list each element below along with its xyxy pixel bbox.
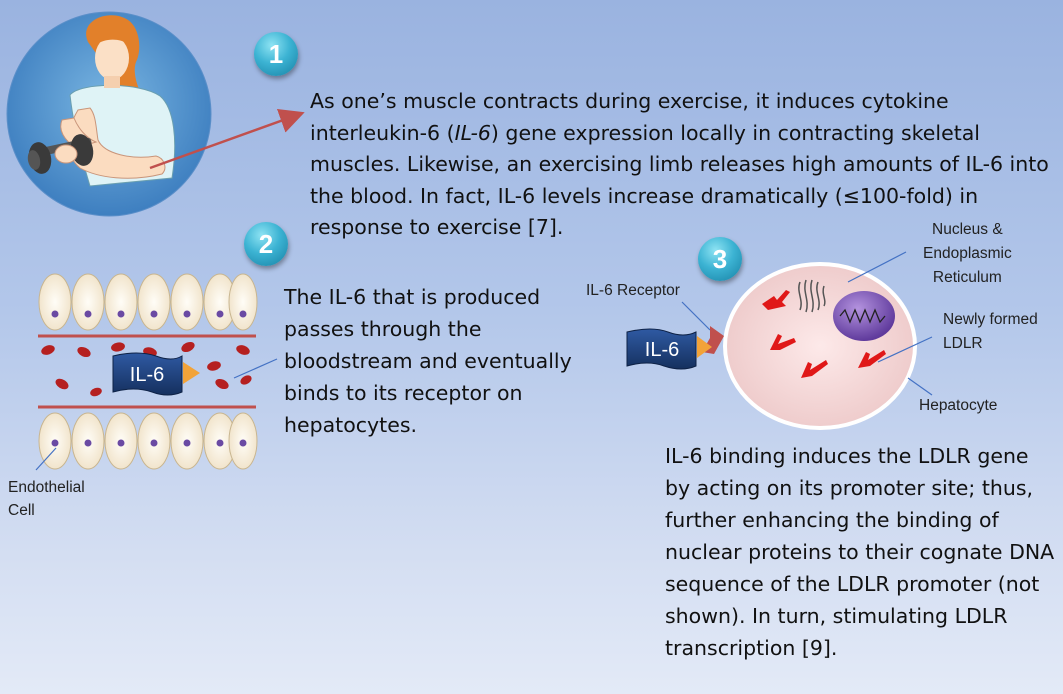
- nucleus-label-line3: Reticulum: [932, 269, 1002, 286]
- ldlr-leader: [877, 336, 933, 363]
- hepatocyte-cell: [723, 262, 917, 430]
- step-1-badge: 1: [254, 32, 298, 76]
- step-3-text: IL-6 binding induces the LDLR gene by ac…: [665, 444, 1055, 660]
- blood-vessel: IL-6: [35, 273, 278, 471]
- endothelial-leader: [35, 447, 57, 471]
- step-2-badge: 2: [244, 222, 288, 266]
- step-3-badge: 3: [698, 237, 742, 281]
- il6-receptor-flag-label: IL-6: [645, 339, 679, 361]
- ldlr-receptors: [762, 290, 886, 378]
- ldlr-label-line1: Newly formed: [943, 311, 1038, 328]
- red-blood-cells: [41, 341, 252, 397]
- il6-molecule-receptor: IL-6: [626, 328, 712, 370]
- nucleus-leader: [847, 251, 907, 283]
- receptor-label: IL-6 Receptor: [586, 282, 680, 299]
- endothelial-cells-top: [38, 273, 258, 331]
- il6-molecule-vessel: IL-6: [112, 352, 200, 396]
- step-1-text: As one’s muscle contracts during exercis…: [310, 86, 1055, 244]
- step-1-text-a: As one’s muscle contracts during exercis…: [310, 89, 949, 145]
- nucleus-label-line2: Endoplasmic: [923, 245, 1012, 262]
- dna-strand: [839, 308, 886, 324]
- nucleus: [833, 291, 895, 341]
- hepatocyte-label: Hepatocyte: [919, 397, 998, 414]
- il6-vessel-label: IL-6: [130, 364, 164, 386]
- muscle-to-text-arrow: [149, 109, 305, 170]
- step-1-text-b: ) gene expression locally in contracting…: [310, 120, 1049, 240]
- vessel-text-leader: [233, 358, 278, 379]
- endothelial-cells-bottom: [38, 412, 258, 470]
- hepatocyte-leader: [907, 377, 933, 396]
- endoplasmic-reticulum: [798, 279, 826, 313]
- endothelial-label-line2: Cell: [8, 502, 35, 519]
- step-1-text-italic: IL-6: [454, 120, 491, 145]
- receptor-leader: [681, 301, 711, 331]
- nucleus-label: Nucleus & Endoplasmic Reticulum: [923, 218, 1012, 290]
- ldlr-label-line2: LDLR: [943, 335, 983, 352]
- endothelial-label-line1: Endothelial: [8, 479, 85, 496]
- ldlr-label: Newly formed LDLR: [943, 308, 1038, 356]
- exercise-illustration: [6, 11, 212, 217]
- step-2-text: The IL-6 that is produced passes through…: [284, 285, 572, 437]
- hepatocyte-panel: IL-6: [626, 251, 933, 430]
- endothelial-label: Endothelial Cell: [8, 476, 85, 522]
- nucleus-label-line1: Nucleus &: [932, 221, 1003, 238]
